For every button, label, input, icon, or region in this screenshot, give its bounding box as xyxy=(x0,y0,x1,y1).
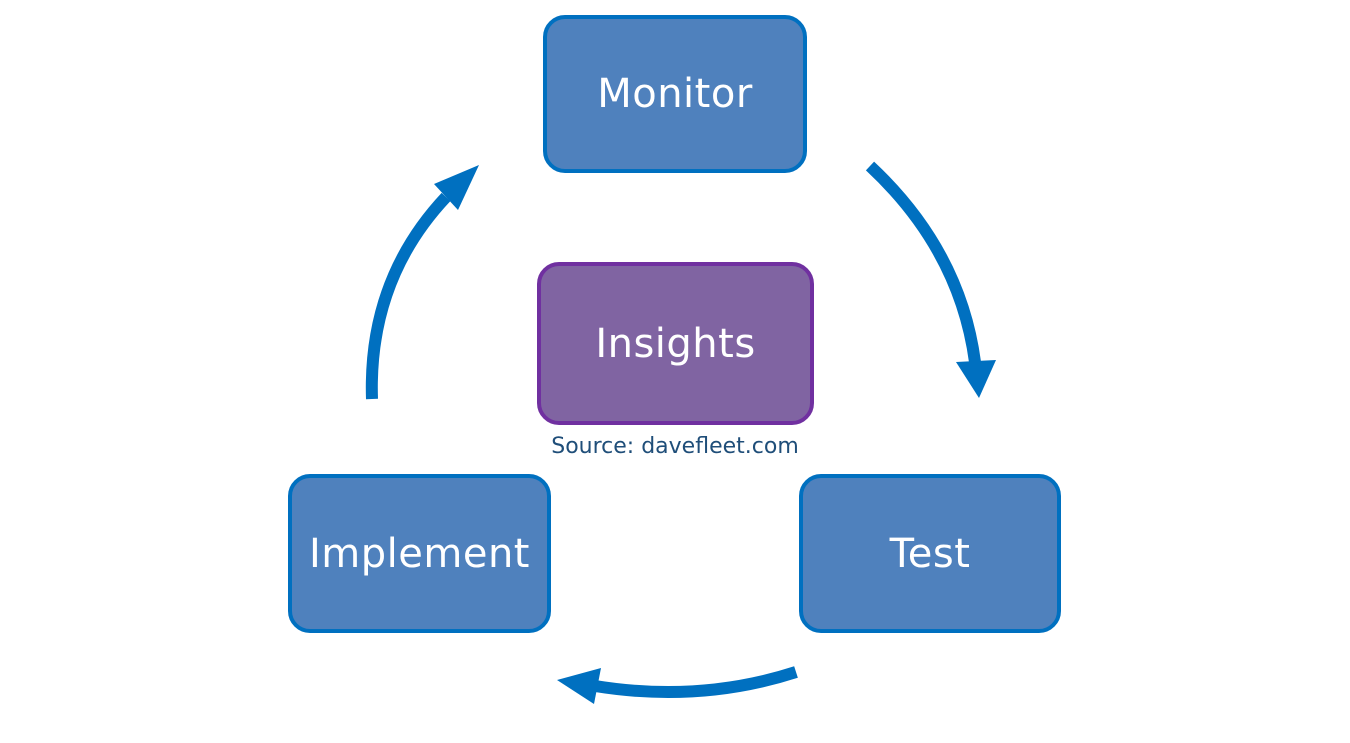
test-node: Test xyxy=(799,474,1061,633)
test-label: Test xyxy=(889,530,971,577)
source-caption: Source: davefleet.com xyxy=(551,434,799,459)
insights-node: Insights xyxy=(537,262,814,425)
monitor-node: Monitor xyxy=(543,15,807,173)
arrow-implement-to-monitor xyxy=(365,165,479,400)
implement-node: Implement xyxy=(288,474,551,633)
arrow-monitor-to-test xyxy=(865,161,996,398)
insights-label: Insights xyxy=(595,320,756,367)
monitor-label: Monitor xyxy=(597,71,753,117)
arrow-test-to-implement xyxy=(557,666,798,704)
implement-label: Implement xyxy=(309,530,530,577)
